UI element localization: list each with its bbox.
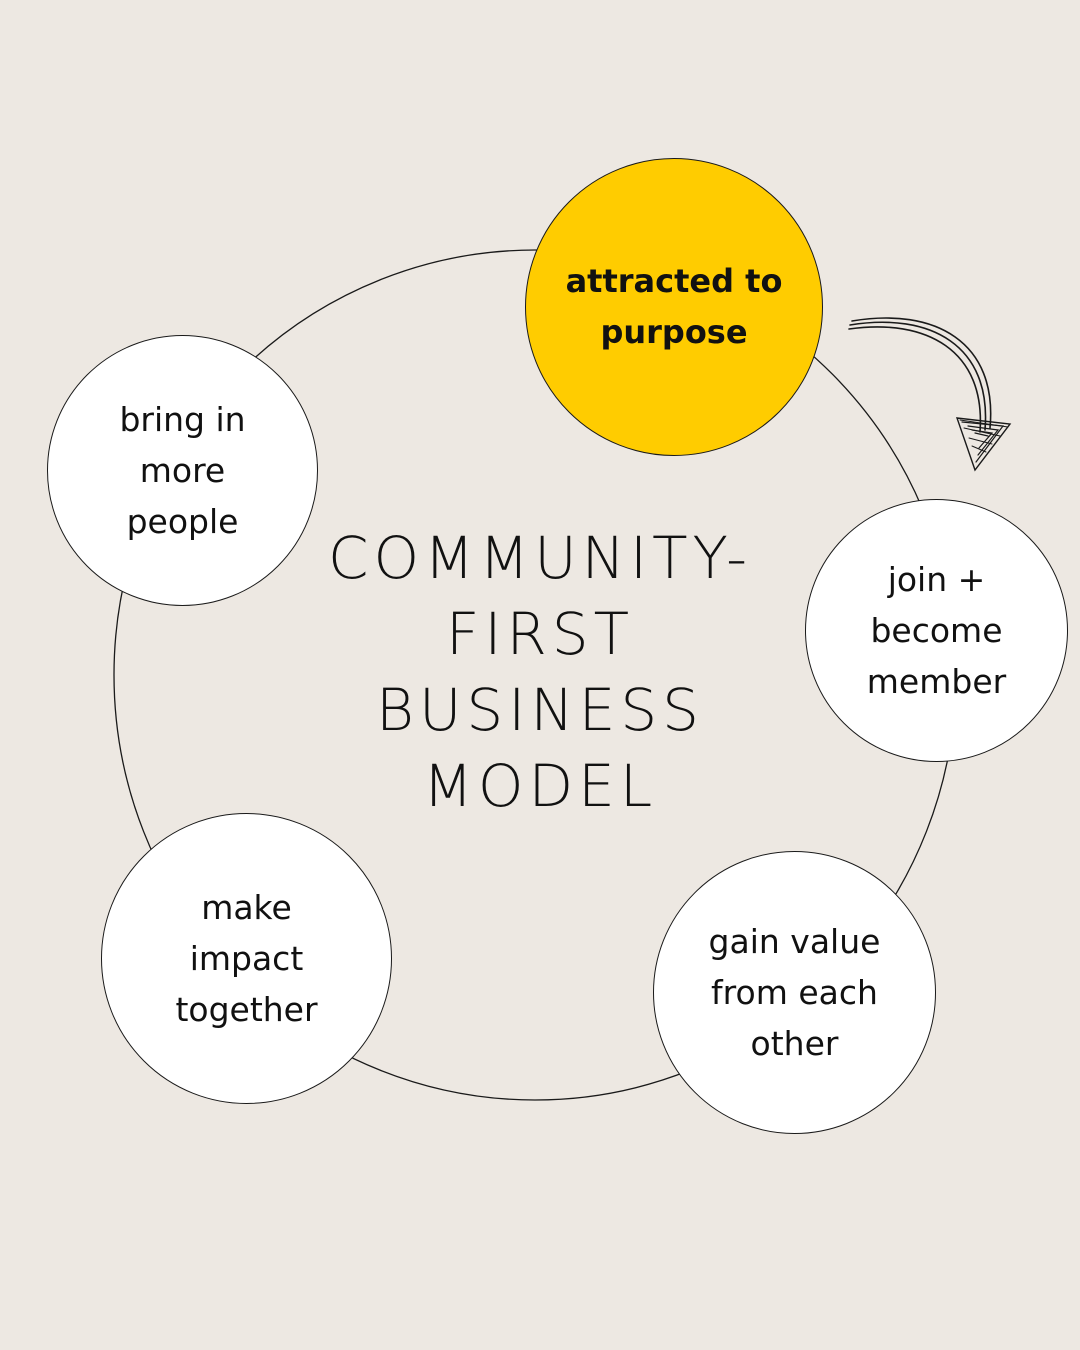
stage-label: attracted to purpose <box>565 262 783 351</box>
stage-make-impact-together: make impact together <box>101 813 392 1104</box>
stage-label: make impact together <box>175 888 318 1029</box>
stage-bring-in-more-people: bring in more people <box>47 335 318 606</box>
diagram-title: COMMUNITY- FIRST BUSINESS MODEL <box>290 520 790 824</box>
stage-label: bring in more people <box>119 400 246 541</box>
stage-attracted-to-purpose: attracted to purpose <box>525 158 823 456</box>
hand-drawn-curved-arrow-icon <box>848 317 1012 472</box>
stage-label: gain value from each other <box>708 922 881 1063</box>
stage-join-become-member: join + become member <box>805 499 1068 762</box>
title-line: BUSINESS <box>375 676 705 744</box>
stage-gain-value: gain value from each other <box>653 851 936 1134</box>
stage-label: join + become member <box>866 560 1007 701</box>
title-line: MODEL <box>422 752 658 820</box>
title-line: FIRST <box>445 600 634 668</box>
title-line: COMMUNITY- <box>327 524 753 592</box>
